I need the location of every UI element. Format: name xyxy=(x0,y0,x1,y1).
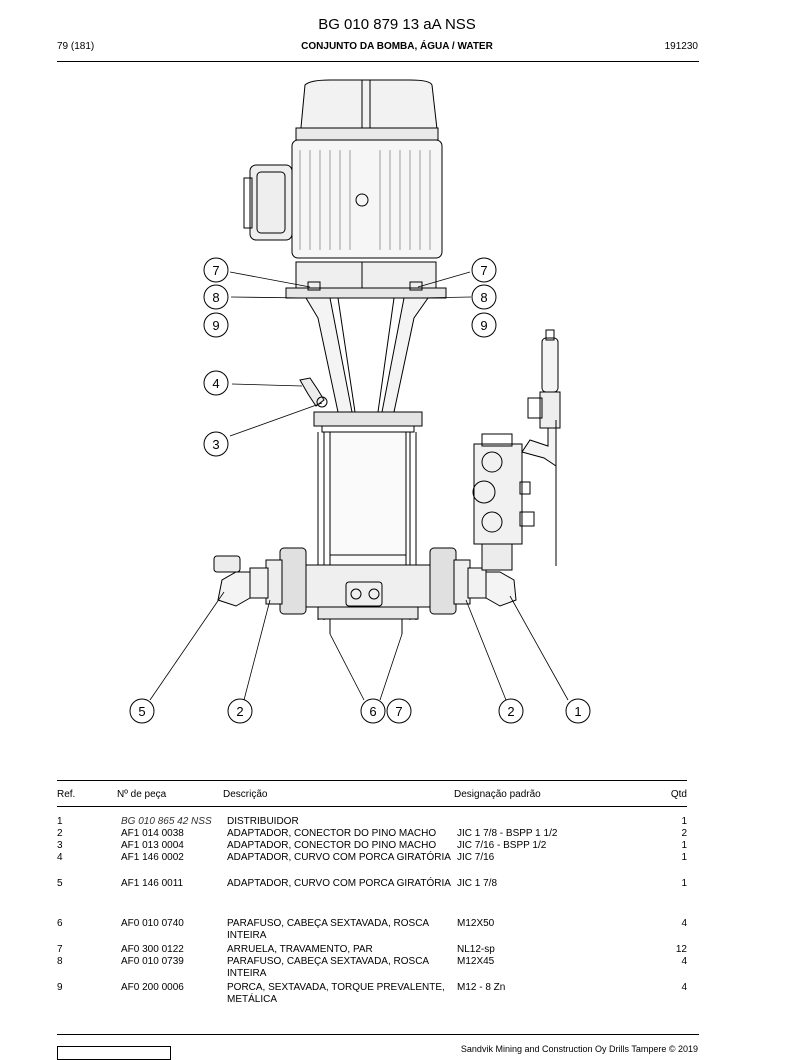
page-number: 79 (181) xyxy=(57,41,95,52)
row-qty: 4 xyxy=(681,982,687,993)
header-rule xyxy=(57,61,699,62)
callout-label: 9 xyxy=(212,318,219,333)
row-description: PARAFUSO, CABEÇA SEXTAVADA, ROSCA INTEIR… xyxy=(227,956,429,979)
row-description: DISTRIBUIDOR xyxy=(227,816,299,827)
row-description: ADAPTADOR, CONECTOR DO PINO MACHO xyxy=(227,840,437,851)
col-header-ref: Ref. xyxy=(57,789,76,800)
callout-label: 6 xyxy=(369,704,376,719)
row-part-no: AF0 200 0006 xyxy=(121,982,184,993)
row-part-no: AF1 013 0004 xyxy=(121,840,184,851)
col-header-standard: Designação padrão xyxy=(454,789,541,800)
row-description: ADAPTADOR, CURVO COM PORCA GIRATÓRIA xyxy=(227,852,451,863)
row-part-no: BG 010 865 42 NSS xyxy=(121,816,212,827)
callout-circle xyxy=(498,698,524,724)
callout-label: 8 xyxy=(212,290,219,305)
row-standard: JIC 7/16 xyxy=(457,852,495,863)
row-ref: 8 xyxy=(57,956,63,967)
row-ref: 4 xyxy=(57,852,63,863)
col-header-qty: Qtd xyxy=(670,789,687,800)
revision-date: 191230 xyxy=(664,41,698,52)
row-description: PORCA, SEXTAVADA, TORQUE PREVALENTE, MET… xyxy=(227,982,445,1005)
callout-label: 2 xyxy=(507,704,514,719)
row-part-no: AF1 146 0011 xyxy=(121,878,184,889)
row-standard: NL12-sp xyxy=(457,944,495,955)
callout-label: 7 xyxy=(480,263,487,278)
row-qty: 4 xyxy=(681,956,687,967)
row-qty: 12 xyxy=(675,944,687,955)
callout-circle xyxy=(203,431,229,457)
footer-copyright: Sandvik Mining and Construction Oy Drill… xyxy=(460,1044,698,1054)
row-qty: 4 xyxy=(681,918,687,929)
row-description: ADAPTADOR, CONECTOR DO PINO MACHO xyxy=(227,828,437,839)
callout-circle xyxy=(203,284,229,310)
row-ref: 2 xyxy=(57,828,63,839)
row-part-no: AF0 010 0739 xyxy=(121,956,184,967)
row-part-no: AF0 300 0122 xyxy=(121,944,184,955)
callout-label: 9 xyxy=(480,318,487,333)
row-part-no: AF1 146 0002 xyxy=(121,852,184,863)
row-standard: JIC 1 7/8 - BSPP 1 1/2 xyxy=(457,828,558,839)
callout-label: 7 xyxy=(395,704,402,719)
footer-rule xyxy=(57,1034,699,1035)
row-ref: 3 xyxy=(57,840,63,851)
row-ref: 6 xyxy=(57,918,63,929)
callout-circle xyxy=(227,698,253,724)
callout-label: 4 xyxy=(212,376,219,391)
callout-label: 2 xyxy=(236,704,243,719)
row-standard: M12 - 8 Zn xyxy=(457,982,506,993)
callout-circle xyxy=(203,312,229,338)
row-standard: JIC 1 7/8 xyxy=(457,878,498,889)
row-standard: M12X50 xyxy=(457,918,495,929)
callout-circle xyxy=(471,312,497,338)
callout-label: 3 xyxy=(212,437,219,452)
callout-circle xyxy=(129,698,155,724)
row-ref: 1 xyxy=(57,816,63,827)
callout-circle xyxy=(565,698,591,724)
row-ref: 5 xyxy=(57,878,63,889)
callout-circle xyxy=(471,284,497,310)
row-part-no: AF1 014 0038 xyxy=(121,828,184,839)
row-standard: JIC 7/16 - BSPP 1/2 xyxy=(457,840,547,851)
document-title: BG 010 879 13 aA NSS xyxy=(318,16,476,33)
row-qty: 2 xyxy=(681,828,687,839)
row-description: ADAPTADOR, CURVO COM PORCA GIRATÓRIA xyxy=(227,878,451,889)
callout-circle xyxy=(471,257,497,283)
callout-circle xyxy=(360,698,386,724)
section-title: CONJUNTO DA BOMBA, ÁGUA / WATER xyxy=(301,41,493,52)
pump-assembly-drawing: 7 8 9 7 8 9 4 3 5 2 6 7 2 1 xyxy=(129,79,591,724)
row-part-no: AF0 010 0740 xyxy=(121,918,184,929)
callout-label: 7 xyxy=(212,263,219,278)
row-standard: M12X45 xyxy=(457,956,495,967)
row-description: PARAFUSO, CABEÇA SEXTAVADA, ROSCA INTEIR… xyxy=(227,918,429,941)
row-ref: 7 xyxy=(57,944,63,955)
sandvik-logo xyxy=(57,1046,171,1060)
row-qty: 1 xyxy=(681,816,687,827)
row-qty: 1 xyxy=(681,840,687,851)
callout-circle xyxy=(386,698,412,724)
callout-circle xyxy=(203,370,229,396)
table-top-rule xyxy=(57,780,687,781)
row-qty: 1 xyxy=(681,852,687,863)
callout-label: 1 xyxy=(574,704,581,719)
callout-label: 5 xyxy=(138,704,145,719)
row-description: ARRUELA, TRAVAMENTO, PAR xyxy=(227,944,373,955)
callout-circle xyxy=(203,257,229,283)
row-ref: 9 xyxy=(57,982,63,993)
row-qty: 1 xyxy=(681,878,687,889)
col-header-description: Descrição xyxy=(223,789,268,800)
col-header-part-no: Nº de peça xyxy=(117,789,167,800)
table-header-rule xyxy=(57,806,687,807)
callout-label: 8 xyxy=(480,290,487,305)
